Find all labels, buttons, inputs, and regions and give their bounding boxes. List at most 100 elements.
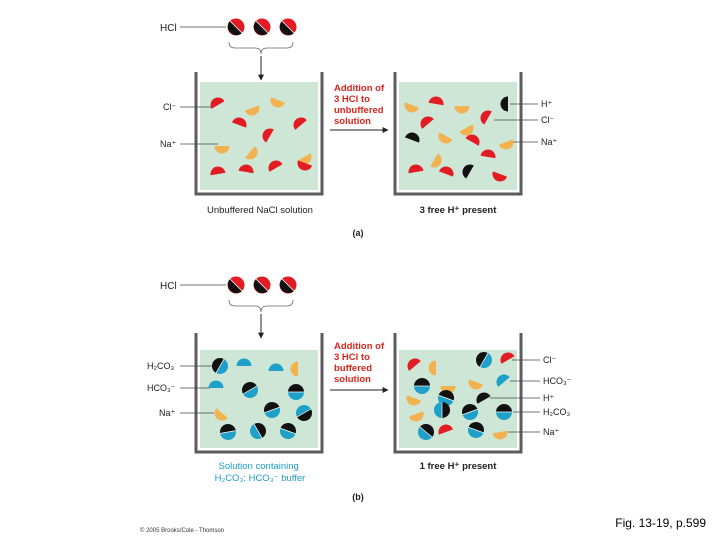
hcl-molecule xyxy=(279,18,297,36)
label-h: H⁺ xyxy=(541,99,552,109)
label-na: Na⁺ xyxy=(159,408,176,418)
hcl-molecule xyxy=(227,18,245,36)
ion-icon xyxy=(465,134,480,146)
beaker xyxy=(393,333,523,454)
hcl-label: HCl xyxy=(160,23,177,34)
ion-icon xyxy=(290,361,298,377)
molecule-icon xyxy=(476,352,492,368)
ion-icon xyxy=(500,352,515,364)
ion-icon xyxy=(462,164,474,179)
hcl-molecule xyxy=(227,276,245,294)
label-cl: Cl⁻ xyxy=(163,102,176,112)
label-hco3: HCO₃⁻ xyxy=(147,383,176,393)
label-cl: Cl⁻ xyxy=(543,355,556,365)
beaker xyxy=(194,72,324,196)
molecule-icon xyxy=(462,404,478,420)
label-cl: Cl⁻ xyxy=(541,115,554,125)
molecule-icon xyxy=(220,424,236,440)
ion-icon xyxy=(238,164,254,174)
ion-icon xyxy=(210,166,226,176)
hcl-molecule xyxy=(253,18,271,36)
ion-icon xyxy=(438,424,454,435)
brace-icon xyxy=(228,299,294,313)
molecule-icon xyxy=(280,423,296,439)
figure-reference: Fig. 13-19, p.599 xyxy=(615,516,706,530)
molecule-icon xyxy=(496,404,512,420)
molecule-icon xyxy=(434,402,450,418)
ion-icon xyxy=(428,96,444,106)
ion-icon xyxy=(480,149,496,159)
beaker xyxy=(393,72,523,196)
ion-icon xyxy=(404,132,420,143)
molecule-icon xyxy=(468,422,484,438)
caption-right: 3 free H⁺ present xyxy=(420,205,498,216)
panel-b: HCl H₂CO₃ HCO₃⁻ Na⁺ Addition of 3 HCl to… xyxy=(147,276,572,502)
ion-icon xyxy=(404,102,420,113)
ion-icon xyxy=(297,160,313,171)
molecule-icon xyxy=(414,378,430,394)
molecule-icon xyxy=(250,423,266,439)
ion-icon xyxy=(428,360,436,376)
molecule-icon xyxy=(264,402,280,418)
ion-icon xyxy=(454,106,470,114)
ion-icon xyxy=(492,171,508,182)
label-h: H⁺ xyxy=(543,393,554,403)
ion-icon xyxy=(492,430,508,440)
molecule-icon xyxy=(296,405,312,421)
process-text: Addition of 3 HCl to buffered solution xyxy=(334,341,387,385)
brace-icon xyxy=(228,41,294,55)
molecule-icon xyxy=(242,382,258,398)
ion-icon xyxy=(468,379,484,390)
ion-icon xyxy=(245,146,258,160)
ion-icon xyxy=(214,408,228,421)
ion-icon xyxy=(480,110,492,125)
ion-icon xyxy=(438,132,453,144)
label-na: Na⁺ xyxy=(160,139,177,149)
ion-icon xyxy=(270,97,286,108)
ion-icon xyxy=(408,411,424,422)
ion-icon xyxy=(476,392,491,404)
ion-icon xyxy=(231,117,247,128)
hcl-label: HCl xyxy=(160,281,177,292)
ion-icon xyxy=(498,139,514,150)
ion-icon xyxy=(210,97,225,109)
molecule-icon xyxy=(418,424,434,440)
ion-icon xyxy=(438,166,454,177)
hcl-molecule xyxy=(279,276,297,294)
label-h2co3: H₂CO₃ xyxy=(147,361,174,371)
label-na: Na⁺ xyxy=(541,137,558,147)
panel-a: HCl Cl⁻ Na⁺ Addition of 3 HCl to unbuffe… xyxy=(160,18,558,238)
ion-icon xyxy=(500,96,508,112)
ion-icon xyxy=(430,153,442,168)
ion-icon xyxy=(408,164,424,174)
ion-icon xyxy=(244,105,260,116)
ion-icon xyxy=(407,358,421,371)
label-na: Na⁺ xyxy=(543,427,560,437)
label-h2co3: H₂CO₃ xyxy=(543,407,570,417)
molecule-icon xyxy=(288,384,304,400)
ion-icon xyxy=(293,117,307,130)
caption-right: 1 free H⁺ present xyxy=(420,461,498,472)
solution xyxy=(399,82,517,190)
ion-icon xyxy=(406,395,422,406)
ion-icon xyxy=(420,116,434,129)
copyright-notice: © 2005 Brooks/Cole - Thomson xyxy=(140,528,225,534)
hcl-molecule xyxy=(253,276,271,294)
molecule-icon xyxy=(212,358,228,374)
ion-icon xyxy=(236,358,252,366)
ion-icon xyxy=(208,380,224,388)
process-text: Addition of 3 HCl to unbuffered solution xyxy=(334,83,387,127)
caption-left: Solution containing H₂CO₃: HCO₃⁻ buffer xyxy=(215,461,306,484)
panel-label: (b) xyxy=(352,492,364,502)
beaker xyxy=(194,333,324,454)
ion-icon xyxy=(268,160,283,172)
ion-icon xyxy=(496,374,510,387)
caption-left: Unbuffered NaCl solution xyxy=(207,205,313,216)
ion-icon xyxy=(262,128,274,143)
ion-icon xyxy=(268,363,284,371)
label-hco3: HCO₃⁻ xyxy=(543,376,572,386)
ion-icon xyxy=(214,146,230,154)
ion-icon xyxy=(459,124,474,136)
panel-label: (a) xyxy=(353,228,364,238)
